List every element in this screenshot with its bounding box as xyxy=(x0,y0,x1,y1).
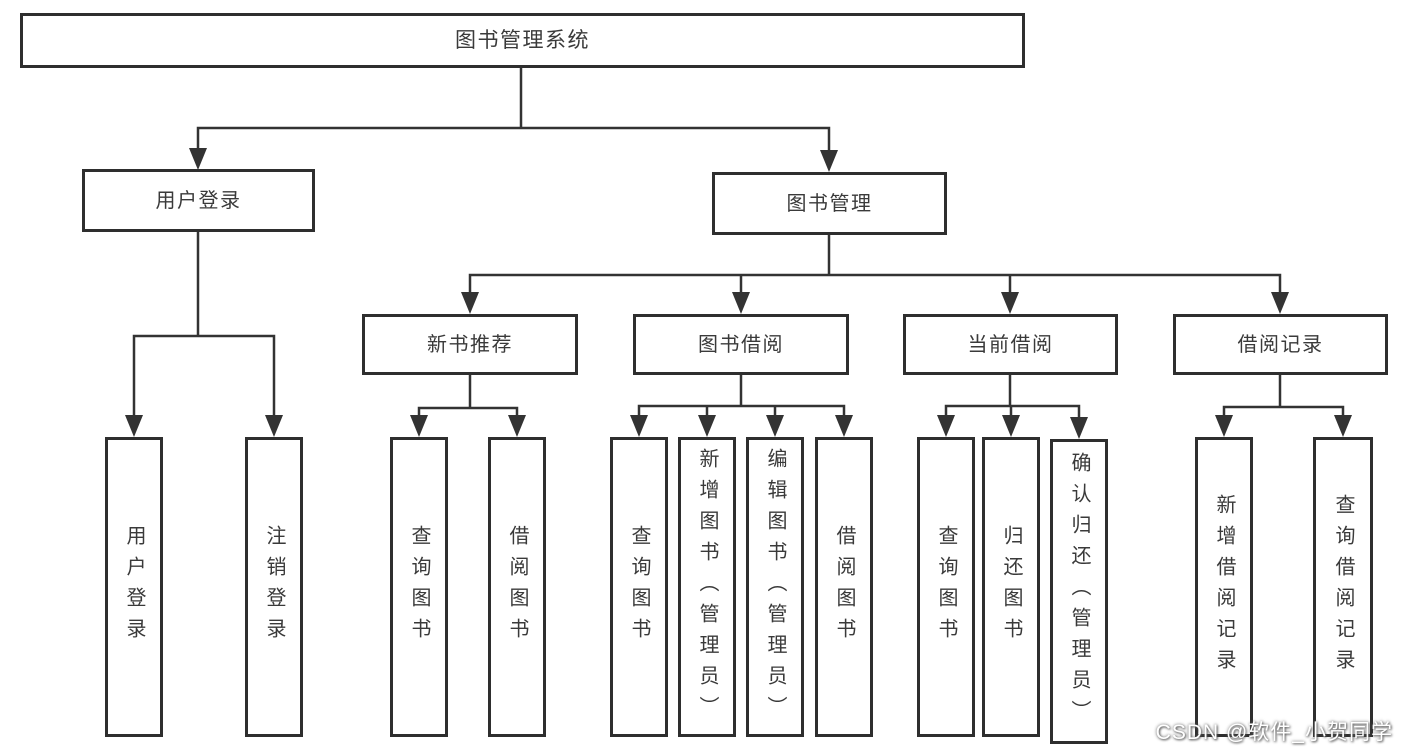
node-new-book-recommendation: 新书推荐 xyxy=(362,314,578,375)
node-borrowing-borrow-books: 借阅图书 xyxy=(815,437,873,737)
node-book-borrowing: 图书借阅 xyxy=(633,314,849,375)
node-recommend-query-books: 查询图书 xyxy=(390,437,448,737)
node-label: 新增借阅记录 xyxy=(1213,494,1235,680)
node-library-management-system: 图书管理系统 xyxy=(20,13,1025,68)
node-label: 新书推荐 xyxy=(427,333,513,356)
node-logout: 注销登录 xyxy=(245,437,303,737)
node-label: 借阅记录 xyxy=(1237,333,1324,356)
node-label: 查询图书 xyxy=(935,525,957,649)
arrowhead-down-icon xyxy=(125,148,1352,439)
node-label: 查询图书 xyxy=(628,525,650,649)
node-label: 图书借阅 xyxy=(698,333,784,356)
node-query-borrow-record: 查询借阅记录 xyxy=(1313,437,1373,737)
node-label: 注销登录 xyxy=(263,525,285,649)
node-label: 图书管理 xyxy=(786,192,873,215)
node-label: 图书管理系统 xyxy=(455,29,590,52)
watermark: CSDN @软件_小贺同学 xyxy=(1155,721,1393,744)
node-confirm-return-admin: 确认归还（管理员） xyxy=(1050,439,1108,744)
node-label: 查询借阅记录 xyxy=(1332,494,1354,680)
node-label: 归还图书 xyxy=(1000,525,1022,649)
node-label: 借阅图书 xyxy=(506,525,528,649)
node-edit-books-admin: 编辑图书（管理员） xyxy=(746,437,804,737)
node-label: 新增图书（管理员） xyxy=(696,447,718,727)
node-user-login: 用户登录 xyxy=(82,169,315,232)
node-book-management: 图书管理 xyxy=(712,172,947,235)
tree-edges xyxy=(132,66,1345,435)
node-current-query-books: 查询图书 xyxy=(917,437,975,737)
node-borrowing-records: 借阅记录 xyxy=(1173,314,1388,375)
node-label: 确认归还（管理员） xyxy=(1068,452,1090,731)
node-recommend-borrow-books: 借阅图书 xyxy=(488,437,546,737)
node-label: 借阅图书 xyxy=(833,525,855,649)
node-label: 查询图书 xyxy=(408,525,430,649)
node-label: 用户登录 xyxy=(123,525,145,649)
node-return-books: 归还图书 xyxy=(982,437,1040,737)
node-add-books-admin: 新增图书（管理员） xyxy=(678,437,736,737)
node-label: 用户登录 xyxy=(155,189,242,212)
node-label: 编辑图书（管理员） xyxy=(764,447,786,727)
node-add-borrow-record: 新增借阅记录 xyxy=(1195,437,1253,737)
node-label: 当前借阅 xyxy=(967,333,1054,356)
node-current-borrowing: 当前借阅 xyxy=(903,314,1118,375)
node-borrowing-query-books: 查询图书 xyxy=(610,437,668,737)
node-user-login-leaf: 用户登录 xyxy=(105,437,163,737)
